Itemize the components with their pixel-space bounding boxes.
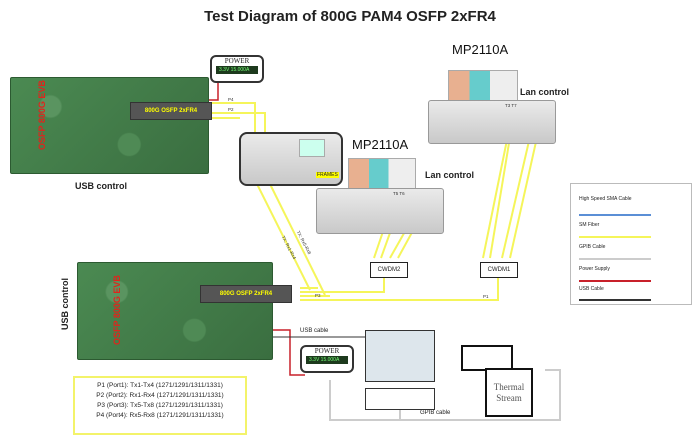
- fiber-gen-down-2: [267, 179, 326, 296]
- diagram-title: Test Diagram of 800G PAM4 OSFP 2xFR4: [204, 8, 496, 25]
- board-side-label-bottom: OSFP 800G EVB: [112, 275, 122, 345]
- legend-line-usb: [579, 299, 651, 301]
- thermal-stream-box: Thermal Stream: [485, 368, 533, 417]
- legend-line-power: [579, 280, 651, 282]
- signal-generator: FRAMES: [239, 132, 343, 186]
- board-side-label-top: OSFP 800G EVB: [37, 80, 47, 150]
- usb-control-label-top: USB control: [75, 181, 128, 191]
- lan-control-label-mid: Lan control: [425, 170, 474, 180]
- lan-control-label-top: Lan control: [520, 87, 569, 97]
- power-wire-top: [208, 78, 219, 101]
- gpib-cable-label: GPIB cable: [420, 410, 451, 416]
- generator-badge: FRAMES: [316, 172, 339, 178]
- pc-tower: [365, 388, 435, 410]
- cwdm1-box: CWDM1: [480, 262, 518, 278]
- fiber-p1-cwdm1: [300, 272, 499, 301]
- fiber-label-p1: P1: [483, 294, 489, 299]
- mp2110a-top-title: MP2110A: [452, 42, 509, 57]
- mp2110a-mid-ports: T5 T6: [393, 191, 405, 196]
- power-display: 3.3V 15.000A: [306, 356, 348, 364]
- gpib-cable-line: [329, 369, 561, 421]
- mp2110a-top-ports: T3 T7: [505, 103, 517, 108]
- port-note-3: P3 (Port3): Tx5-Tx8 (1271/1291/1311/1331…: [97, 402, 223, 409]
- legend-box: High Speed SMA Cable SM Fiber GPIB Cable…: [570, 183, 692, 305]
- usb-cable-label: USB cable: [300, 328, 329, 334]
- fiber-gen-down-1: [254, 179, 311, 291]
- legend-line-fiber: [579, 236, 651, 238]
- port-note-4: P4 (Port4): Rx5-Rx8 (1271/1291/1311/1331…: [96, 412, 224, 419]
- fiber-cwdm1-1: [482, 124, 511, 259]
- pc-monitor: [365, 330, 435, 382]
- power-label: POWER: [314, 347, 340, 355]
- legend-item-power: Power Supply: [579, 266, 610, 272]
- fiber-cwdm1-2: [489, 124, 513, 259]
- evaluation-board-bottom: [77, 262, 273, 360]
- legend-item-sma: High Speed SMA Cable: [579, 196, 632, 202]
- usb-control-label-bottom: USB control: [60, 277, 70, 330]
- power-label: POWER: [224, 57, 250, 65]
- cwdm2-box: CWDM2: [370, 262, 408, 278]
- legend-item-gpib: GPIB Cable: [579, 244, 606, 250]
- legend-line-gpib: [579, 258, 651, 260]
- mp2110a-top-screen: [448, 70, 518, 102]
- power-display: 3.3V 15.000A: [216, 66, 258, 74]
- legend-item-usb: USB Cable: [579, 286, 604, 292]
- osfp-module-bottom: 800G OSFP 2xFR4: [200, 285, 292, 303]
- legend-line-sma: [579, 214, 651, 216]
- fiber-p3-cwdm2: [300, 272, 385, 293]
- thermal-line1: Thermal: [493, 381, 525, 392]
- port-notes-box: P1 (Port1): Tx1-Tx4 (1271/1291/1311/1331…: [73, 376, 247, 435]
- fiber-label-p4: P4: [228, 97, 234, 102]
- power-wire-bottom: [272, 329, 305, 376]
- legend-item-fiber: SM Fiber: [579, 222, 600, 228]
- mp2110a-mid-screen: [348, 158, 416, 190]
- port-note-2: P2 (Port2): Rx1-Rx4 (1271/1291/1311/1331…: [96, 392, 224, 399]
- thermal-line2: Stream: [496, 392, 522, 403]
- osfp-module-top: 800G OSFP 2xFR4: [130, 102, 212, 120]
- port-note-1: P1 (Port1): Tx1-Tx4 (1271/1291/1311/1331…: [97, 382, 223, 389]
- power-supply-top: POWER 3.3V 15.000A: [210, 55, 264, 83]
- mp2110a-top: [428, 100, 556, 144]
- evaluation-board-top: [10, 77, 209, 174]
- fiber-label-p2: P2: [228, 107, 234, 112]
- fiber-label-p3: P3: [315, 293, 321, 298]
- mp2110a-mid: [316, 188, 444, 234]
- power-supply-bottom: POWER 3.3V 15.000A: [300, 345, 354, 373]
- mp2110a-mid-title: MP2110A: [352, 137, 409, 152]
- generator-screen: [299, 139, 325, 157]
